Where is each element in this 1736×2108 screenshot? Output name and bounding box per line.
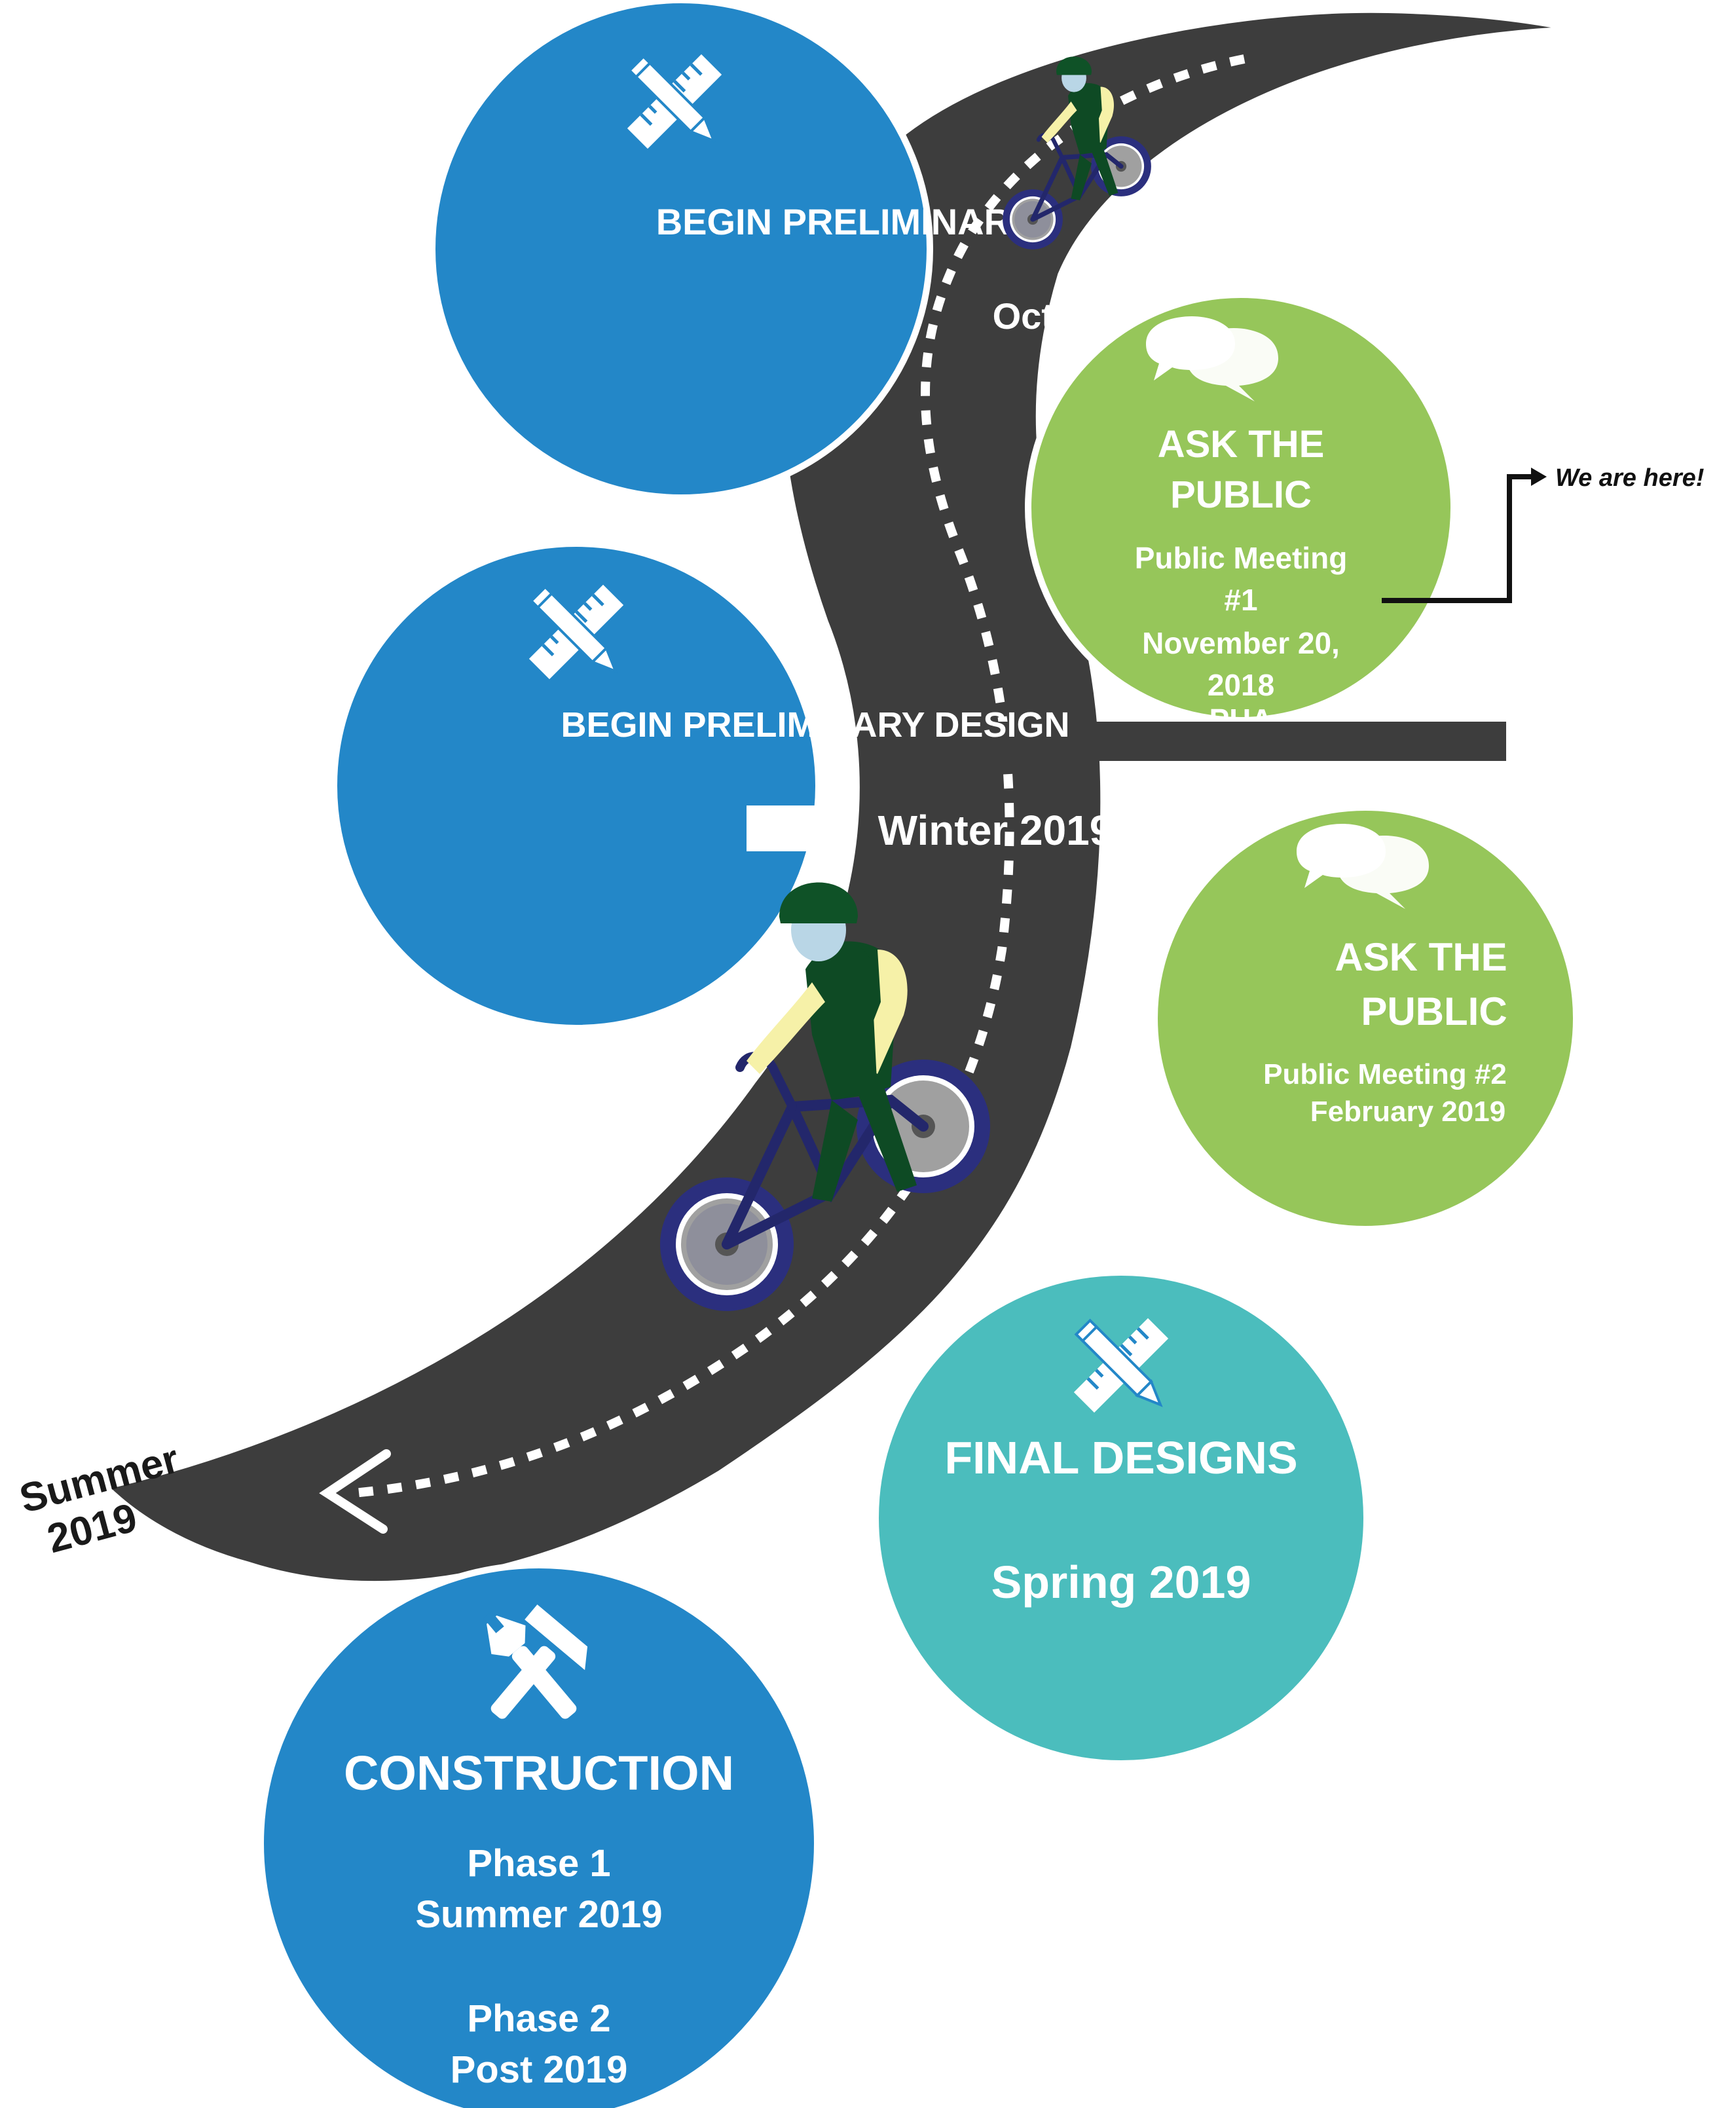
milestone-title: BEGIN PRELIMINARY — [656, 201, 1034, 242]
wrench-hammer-icon — [483, 1604, 588, 1719]
milestone-circle — [429, 0, 933, 501]
we-are-here-label: We are here! — [1555, 464, 1704, 492]
milestone-detail-line3: November 20, — [1142, 626, 1340, 660]
phase1-line1: Phase 1 — [467, 1842, 610, 1885]
milestone-begin-preliminary-2: BEGIN PRELIMINARY DESIGN Winter 2019 — [331, 540, 1113, 1031]
milestone-circle — [331, 540, 822, 1031]
milestone-date: Spring 2019 — [991, 1557, 1251, 1608]
milestone-detail-line2: February 2019 — [1310, 1096, 1505, 1128]
milestone-final-designs: FINAL DESIGNS Spring 2019 — [872, 1269, 1370, 1767]
milestone-detail-line2: #1 — [1224, 583, 1257, 617]
milestone-title: BEGIN PRELIMINARY DESIGN — [561, 705, 1069, 745]
milestone-title-line2: PUBLIC — [1170, 473, 1312, 516]
milestone-ask-public-1: ASK THE PUBLIC Public Meeting #1 Novembe… — [1025, 291, 1457, 737]
we-are-here-marker: We are here! — [1382, 464, 1704, 603]
milestone-detail-line1: Public Meeting — [1135, 541, 1348, 575]
milestone-title-line2: PUBLIC — [1361, 989, 1507, 1033]
milestone-title: FINAL DESIGNS — [944, 1432, 1297, 1483]
milestone-circle — [872, 1269, 1370, 1767]
milestone-date: Winter 2019 — [878, 807, 1113, 854]
phase1-line2: Summer 2019 — [415, 1893, 662, 1936]
milestone-begin-preliminary-1: BEGIN PRELIMINARY — [429, 0, 1034, 501]
milestone-title: CONSTRUCTION — [344, 1746, 734, 1800]
road-mask — [982, 722, 1506, 761]
phase2-line2: Post 2019 — [451, 2048, 628, 2091]
milestone-detail-line1: Public Meeting #2 — [1263, 1058, 1507, 1090]
milestone-circle — [257, 1562, 821, 2108]
arrow-right-icon — [1531, 468, 1547, 486]
milestone-title-line1: ASK THE — [1335, 935, 1507, 979]
milestone-construction: CONSTRUCTION Phase 1 Summer 2019 Phase 2… — [257, 1562, 821, 2108]
milestone-circle — [1151, 804, 1579, 1232]
milestone-detail-line4: 2018 — [1208, 668, 1274, 702]
milestone-title-line1: ASK THE — [1158, 423, 1325, 466]
milestone-circle — [1025, 291, 1457, 724]
phase2-line1: Phase 2 — [467, 1997, 610, 2040]
date-mask — [747, 805, 845, 851]
milestone-ask-public-2: ASK THE PUBLIC Public Meeting #2 Februar… — [1151, 804, 1579, 1232]
